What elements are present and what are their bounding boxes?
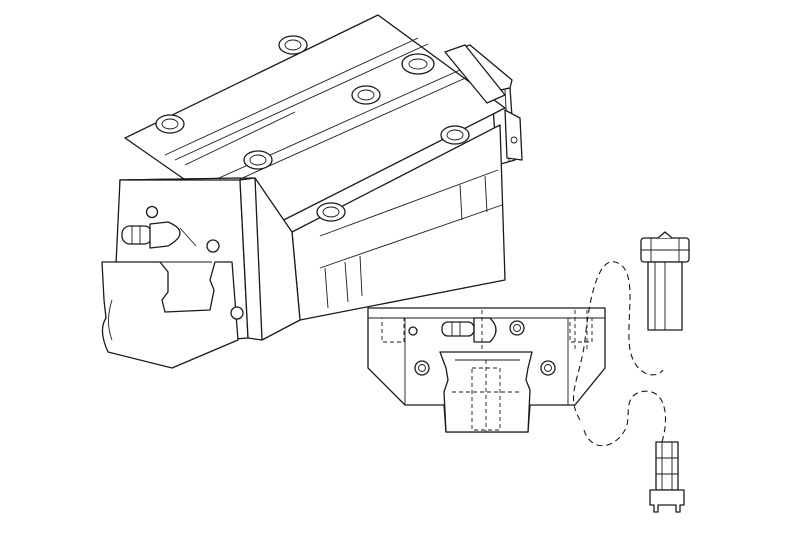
end-plate-screw-1: [145, 205, 159, 219]
mounting-hole-4: [243, 150, 273, 170]
end-plate-screw-2: [206, 239, 220, 253]
carriage-front-view: [367, 307, 606, 433]
socket-bolt: [640, 231, 690, 331]
front-view-hole-left: [414, 360, 430, 376]
mounting-hole-1: [278, 35, 308, 55]
front-view-screw-top-left: [408, 326, 418, 336]
mounting-hole-6: [316, 202, 346, 222]
end-plate-screw-3: [230, 306, 244, 320]
front-view-grease-nipple: [441, 310, 497, 350]
mounting-hole-3: [351, 85, 381, 105]
set-screw: [649, 441, 685, 513]
dashed-connector-bolt: [572, 261, 664, 421]
mounting-hole-2: [155, 114, 185, 134]
mounting-hole-5: [440, 125, 470, 145]
hidden-bolt-right: [569, 317, 593, 343]
dashed-connector-screw: [583, 390, 667, 447]
end-cap-hole-top: [401, 53, 435, 75]
front-view-hole-right: [540, 360, 556, 376]
front-view-screw-top-right: [509, 320, 525, 336]
rail-profile-front: [101, 261, 239, 369]
hidden-bolt-left: [381, 317, 405, 343]
grease-nipple: [121, 221, 197, 249]
carriage-block-isometric: [101, 14, 523, 369]
